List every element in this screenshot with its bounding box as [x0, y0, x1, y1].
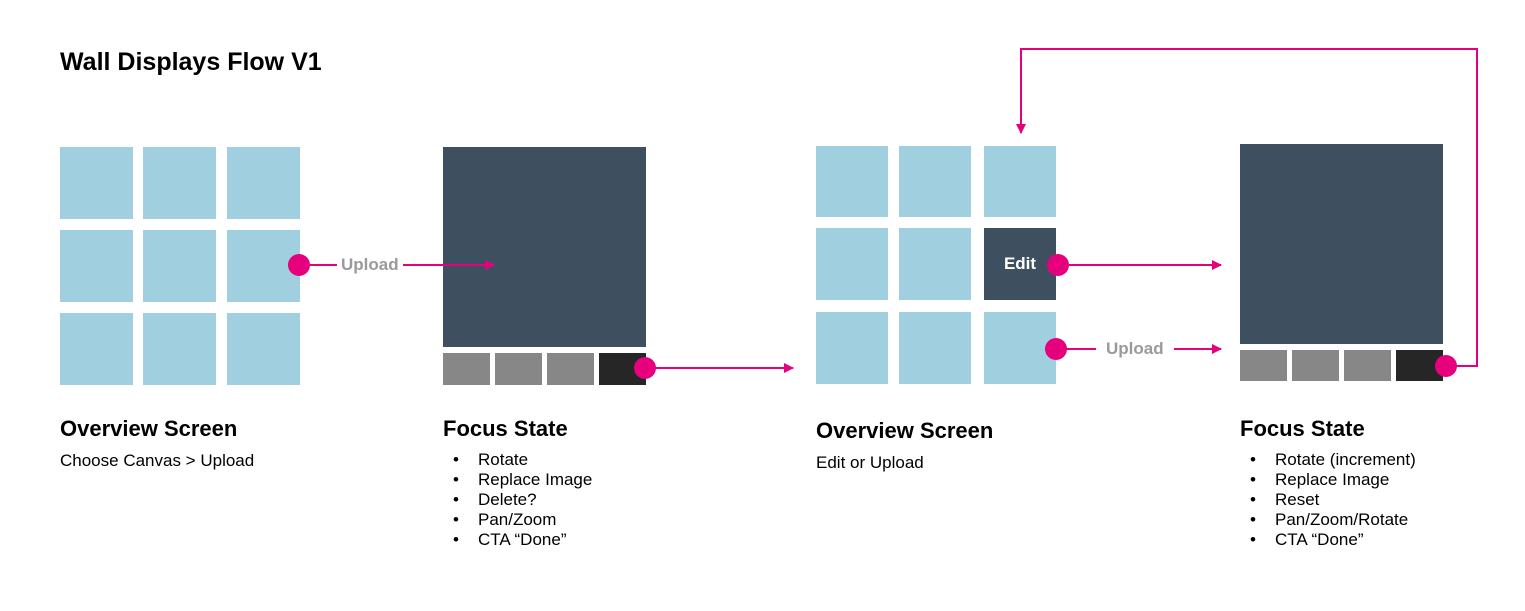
canvas-tile[interactable]: [60, 147, 133, 219]
list-item: Pan/Zoom/Rotate: [1240, 510, 1416, 530]
toolbar-button[interactable]: [1292, 350, 1339, 381]
step-1-heading: Overview Screen: [60, 416, 238, 441]
list-item: CTA “Done”: [1240, 530, 1416, 550]
canvas-tile[interactable]: [899, 146, 971, 217]
connector-dot: [288, 254, 310, 276]
connector-dot: [1047, 254, 1069, 276]
step-3-heading: Overview Screen: [816, 418, 994, 443]
loop-back-arrow: [1016, 48, 1478, 367]
step-2-heading: Focus State: [443, 416, 568, 441]
list-item: Delete?: [443, 490, 592, 510]
canvas-tile[interactable]: [984, 312, 1056, 384]
step-4-list: Rotate (increment) Replace Image Reset P…: [1240, 450, 1416, 550]
toolbar-button[interactable]: [1344, 350, 1391, 381]
canvas-tile[interactable]: [816, 312, 888, 384]
canvas-tile[interactable]: [816, 228, 888, 300]
list-item: Rotate: [443, 450, 592, 470]
list-item: Reset: [1240, 490, 1416, 510]
canvas-tile[interactable]: [60, 230, 133, 302]
focus-canvas: [1240, 144, 1443, 344]
step-3-subtitle: Edit or Upload: [816, 453, 924, 472]
list-item: Rotate (increment): [1240, 450, 1416, 470]
step-4-heading: Focus State: [1240, 416, 1365, 441]
canvas-tile[interactable]: [143, 230, 216, 302]
canvas-tile[interactable]: [143, 147, 216, 219]
canvas-tile[interactable]: [60, 313, 133, 385]
step-2-list: Rotate Replace Image Delete? Pan/Zoom CT…: [443, 450, 592, 550]
canvas-tile[interactable]: [816, 146, 888, 217]
focus-canvas: [443, 147, 646, 347]
canvas-tile[interactable]: [227, 147, 300, 219]
connector-dot: [1045, 338, 1067, 360]
diagram-title: Wall Displays Flow V1: [60, 48, 322, 76]
list-item: CTA “Done”: [443, 530, 592, 550]
canvas-tile[interactable]: [984, 146, 1056, 217]
canvas-tile[interactable]: [227, 230, 300, 302]
edit-tile[interactable]: Edit: [984, 228, 1056, 300]
canvas-tile[interactable]: [899, 228, 971, 300]
edit-label: Edit: [1003, 254, 1037, 273]
upload-label-1: Upload: [337, 255, 403, 275]
toolbar-button[interactable]: [495, 353, 542, 385]
step-1-subtitle: Choose Canvas > Upload: [60, 451, 255, 470]
list-item: Replace Image: [1240, 470, 1416, 490]
canvas-tile[interactable]: [227, 313, 300, 385]
connector-dot: [1435, 355, 1457, 377]
toolbar-button[interactable]: [443, 353, 490, 385]
list-item: Pan/Zoom: [443, 510, 592, 530]
connector-dot: [634, 357, 656, 379]
canvas-tile[interactable]: [899, 312, 971, 384]
canvas-tile[interactable]: [143, 313, 216, 385]
upload-label-2: Upload: [1096, 339, 1174, 359]
toolbar-button[interactable]: [1240, 350, 1287, 381]
toolbar-button[interactable]: [547, 353, 594, 385]
list-item: Replace Image: [443, 470, 592, 490]
